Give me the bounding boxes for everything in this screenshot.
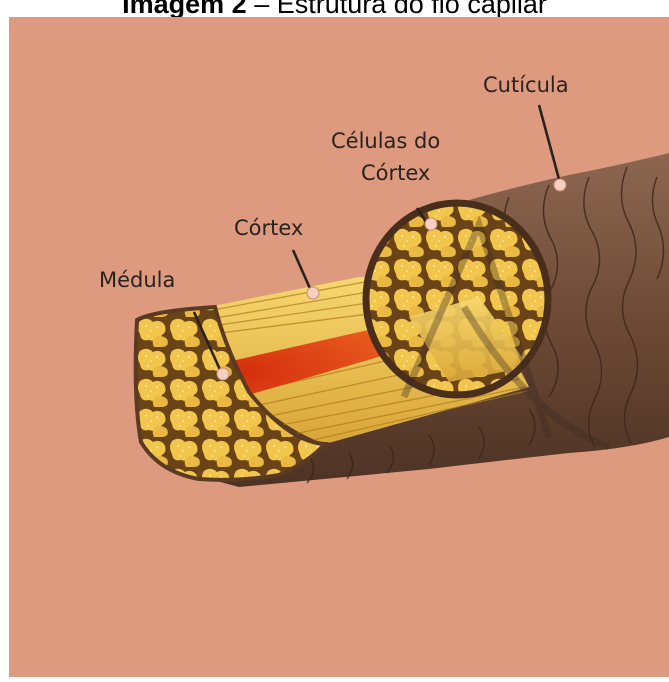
marker-cortex: [307, 287, 319, 299]
label-celulas-line2: Córtex: [361, 160, 430, 187]
label-medula: Médula: [99, 267, 175, 294]
marker-celulas: [425, 218, 437, 230]
label-celulas-line1: Células do: [331, 128, 440, 155]
label-cuticula: Cutícula: [483, 72, 569, 99]
marker-medula: [217, 368, 229, 380]
label-cortex: Córtex: [234, 215, 303, 242]
marker-cuticula: [554, 179, 566, 191]
diagram-panel: Cutícula Células do Córtex Córtex Médula: [9, 17, 669, 677]
hair-strand-illustration: [9, 17, 669, 677]
